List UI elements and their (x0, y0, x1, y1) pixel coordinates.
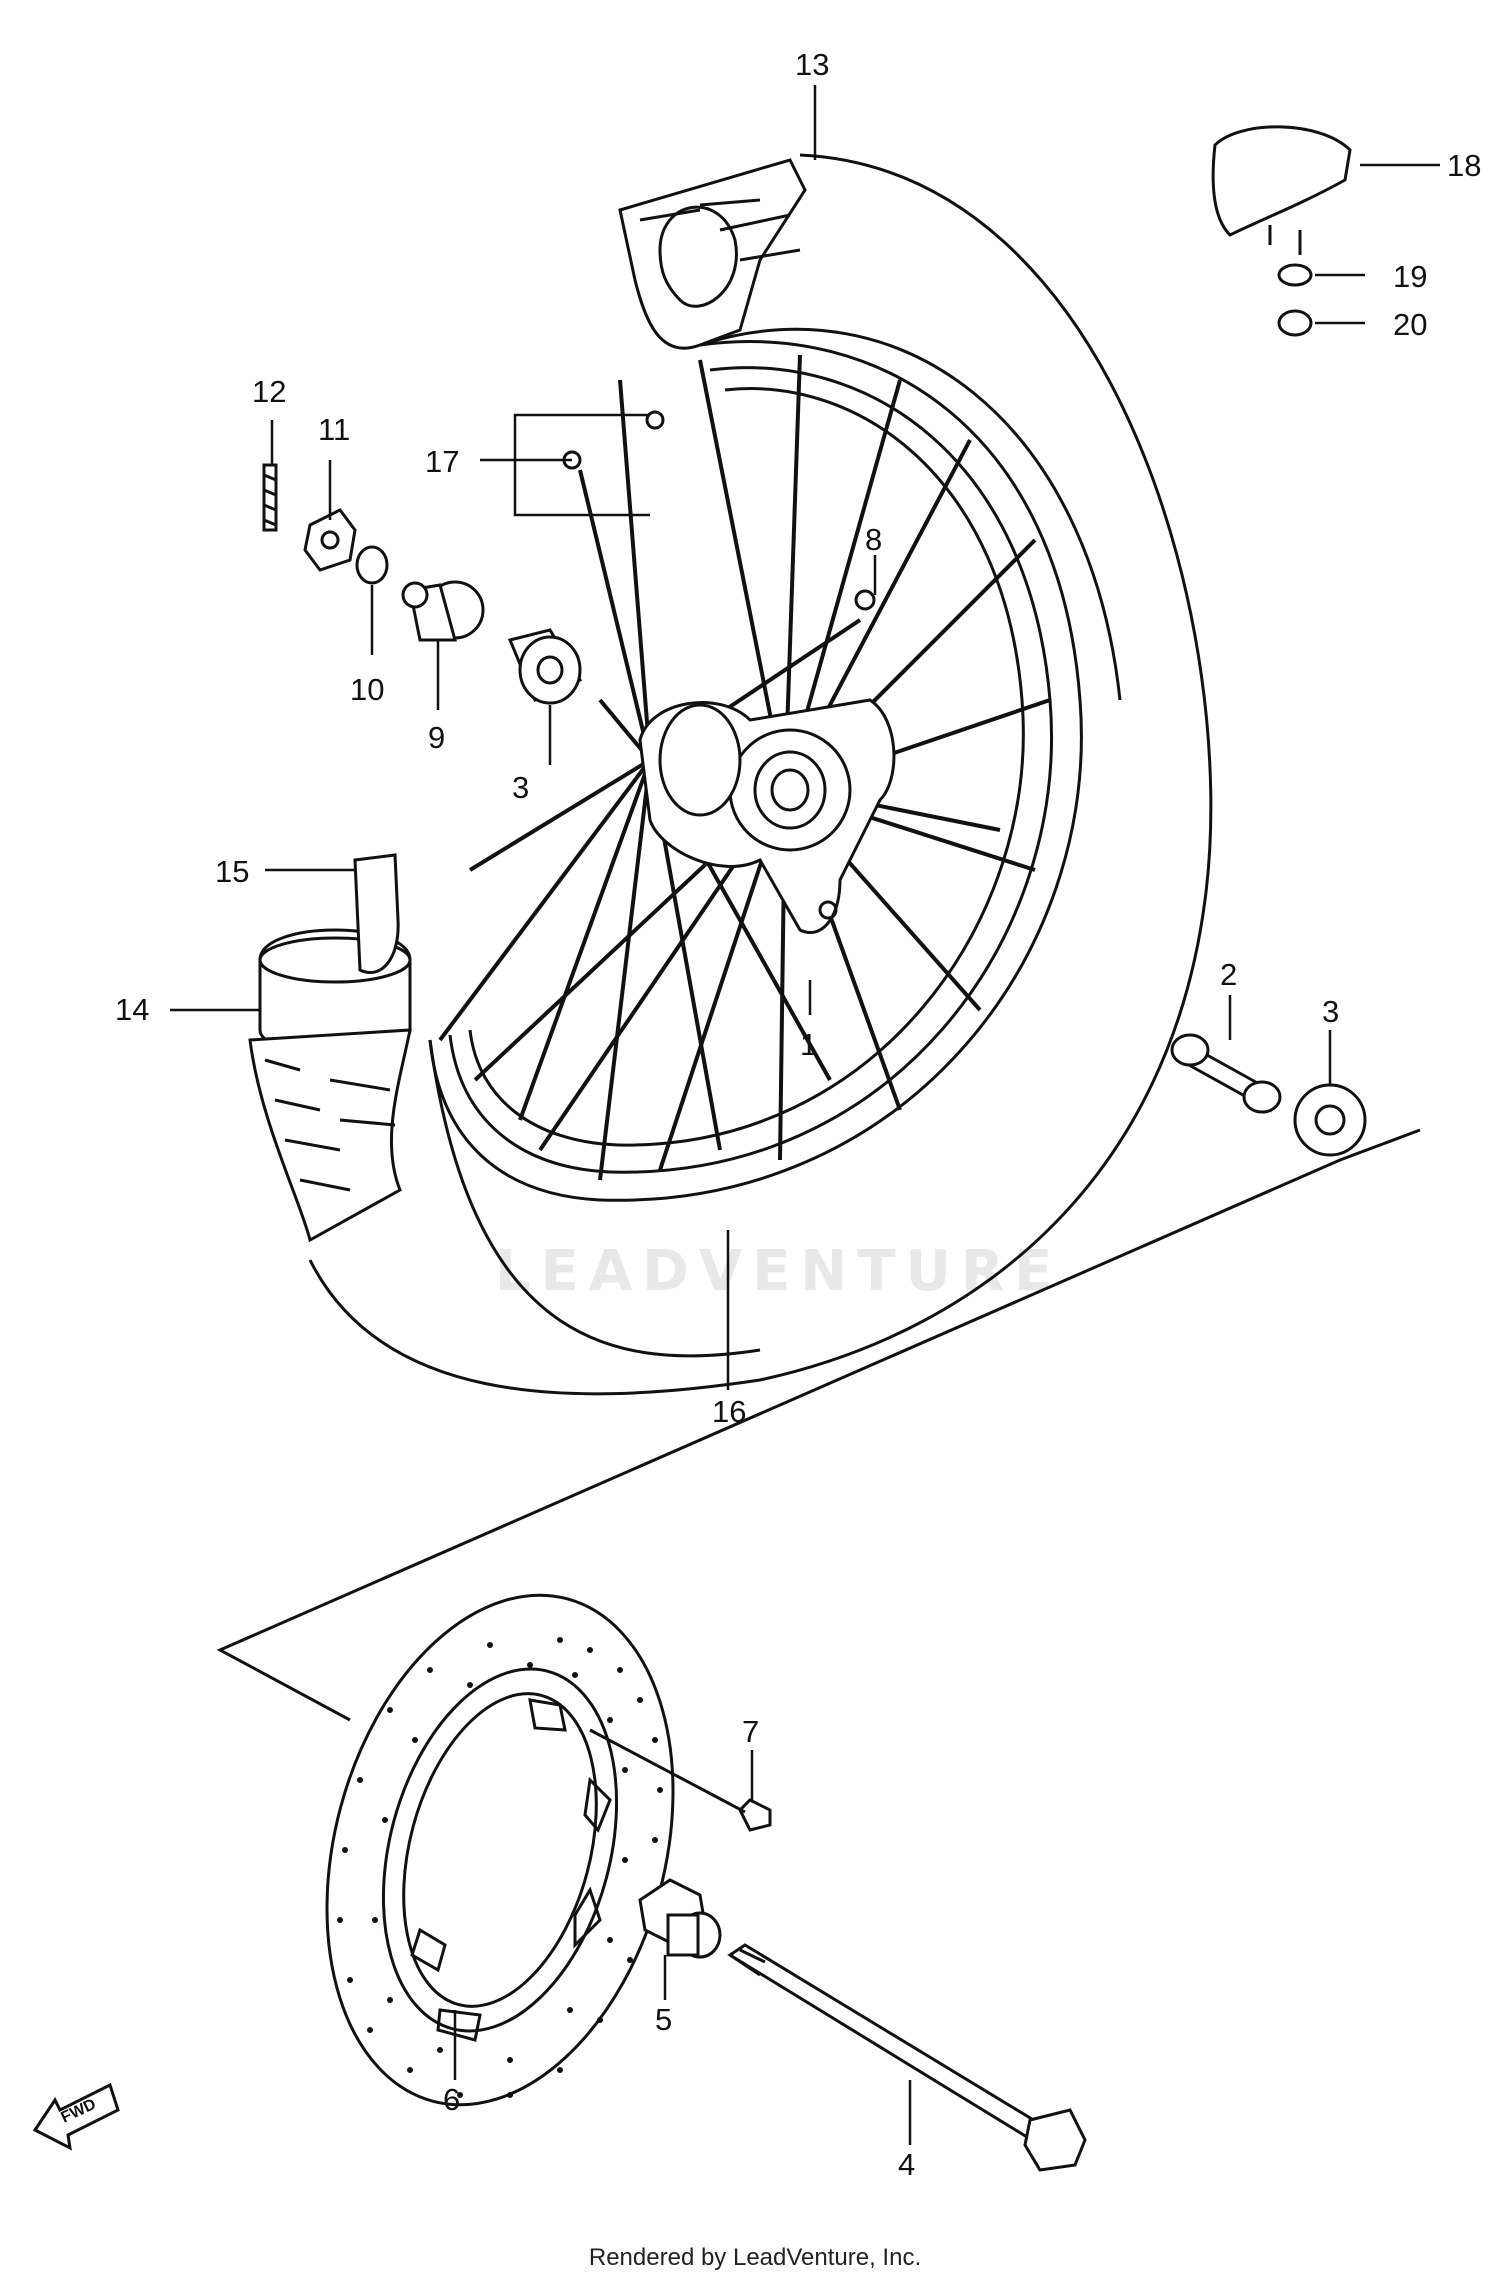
callout-8: 8 (865, 522, 882, 557)
hub-1 (638, 698, 896, 934)
tire-section-13 (618, 158, 807, 350)
washer-10 (355, 545, 389, 585)
spoke-nipple-17a (645, 410, 665, 430)
callout-9: 9 (428, 720, 445, 755)
callout-10: 10 (350, 672, 384, 707)
callout-17: 17 (425, 444, 459, 479)
rim-16 (428, 340, 1083, 1202)
nut-20 (1277, 309, 1313, 337)
bearing-3a (507, 628, 583, 705)
callout-20: 20 (1393, 307, 1427, 342)
callout-1: 1 (800, 1027, 817, 1062)
axle-4 (727, 1943, 1087, 2172)
collar-5 (638, 1878, 722, 1959)
callout-7: 7 (742, 1714, 759, 1749)
spacer-2 (1170, 1033, 1282, 1114)
disc-bolt-7 (589, 1728, 772, 1832)
nut-11 (303, 508, 357, 572)
callout-2: 2 (1220, 957, 1237, 992)
callout-6: 6 (443, 2082, 460, 2117)
callout-19: 19 (1393, 259, 1427, 294)
rim-lock-18 (1211, 125, 1352, 255)
bearing-3b (1293, 1083, 1367, 1157)
valve-cap-12 (262, 463, 278, 532)
brake-disc-6 (325, 1593, 675, 2107)
rim-band-15 (353, 853, 400, 974)
callout-3b: 3 (1322, 994, 1339, 1029)
callout-11: 11 (318, 412, 350, 447)
washer-19 (1277, 263, 1313, 287)
callout-4: 4 (898, 2147, 915, 2182)
callout-13: 13 (795, 47, 829, 82)
fwd-arrow: FWD (32, 2082, 120, 2151)
watermark: LEADVENTURE (495, 1239, 1062, 1304)
nipple-8 (854, 589, 876, 611)
callout-labels: 1 2 3 3 4 5 6 7 8 9 10 11 12 13 14 15 16… (115, 47, 1481, 2182)
callout-16: 16 (712, 1394, 746, 1429)
tube-section-14 (248, 928, 412, 1243)
leader-lines (170, 85, 1440, 2145)
callout-3a: 3 (512, 770, 529, 805)
render-credit: Rendered by LeadVenture, Inc. (589, 2244, 921, 2271)
callout-14: 14 (115, 992, 149, 1027)
collar-9 (401, 580, 485, 642)
callout-15: 15 (215, 854, 249, 889)
tire (308, 153, 1213, 1396)
explode-axis-line (216, 1128, 1421, 1722)
callout-18: 18 (1447, 148, 1481, 183)
callout-5: 5 (655, 2002, 672, 2037)
callout-12: 12 (252, 374, 286, 409)
